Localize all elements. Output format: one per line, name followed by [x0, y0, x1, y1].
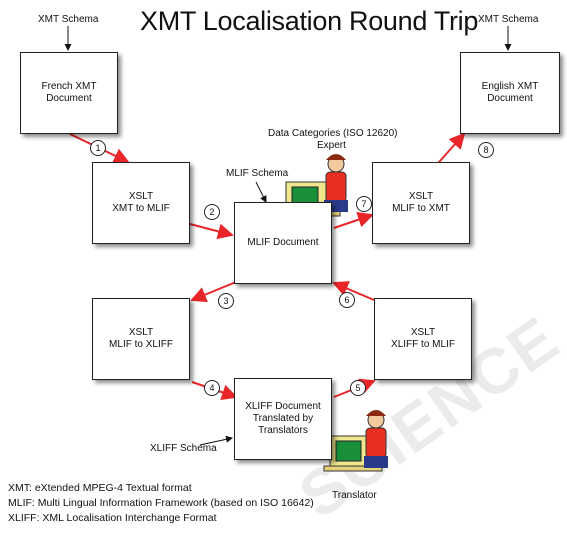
xslt-mlif-to-xliff-box: XSLT MLIF to XLIFF	[92, 298, 190, 380]
translator-computer-icon	[323, 410, 388, 472]
legend-xmt: XMT: eXtended MPEG-4 Textual format	[8, 482, 192, 494]
arrow-step-3	[190, 281, 237, 303]
french-xmt-document-box: French XMT Document	[20, 52, 118, 134]
english-xmt-document-box: English XMT Document	[460, 52, 560, 134]
xmt-schema-right-label: XMT Schema	[478, 14, 539, 25]
xliff-schema-label: XLIFF Schema	[150, 443, 217, 454]
mlif-schema-label: MLIF Schema	[226, 168, 289, 179]
xliff-document-box: XLIFF Document Translated by Translators	[234, 378, 332, 460]
arrow-step-2	[189, 223, 234, 240]
step-number: 5	[350, 380, 366, 396]
translator-label: Translator	[332, 490, 377, 501]
diagram-title: XMT Localisation Round Trip	[140, 6, 479, 36]
mlif-schema-connector	[255, 181, 267, 203]
xslt-mlif-to-xmt-box: XSLT MLIF to XMT	[372, 162, 470, 244]
xslt-xliff-to-mlif-box: XSLT XLIFF to MLIF	[374, 298, 472, 380]
legend-xliff: XLIFF: XML Localisation Interchange Form…	[8, 512, 217, 524]
step-number: 7	[356, 196, 372, 212]
step-number: 8	[478, 142, 494, 158]
arrow-step-7	[333, 211, 374, 229]
step-number: 6	[339, 292, 355, 308]
arrow-step-6	[332, 281, 375, 301]
mlif-document-box: MLIF Document	[234, 202, 332, 284]
step-number: 3	[218, 293, 234, 309]
expert-label: Expert	[317, 140, 346, 151]
legend-mlif: MLIF: Multi Lingual Information Framewor…	[8, 497, 314, 509]
xliff-schema-connector	[199, 435, 233, 446]
step-number: 4	[204, 380, 220, 396]
data-categories-label: Data Categories (ISO 12620)	[268, 128, 398, 139]
step-number: 2	[204, 204, 220, 220]
step-number: 1	[90, 140, 106, 156]
xmt-schema-left-label: XMT Schema	[38, 14, 99, 25]
xslt-xmt-to-mlif-box: XSLT XMT to MLIF	[92, 162, 190, 244]
